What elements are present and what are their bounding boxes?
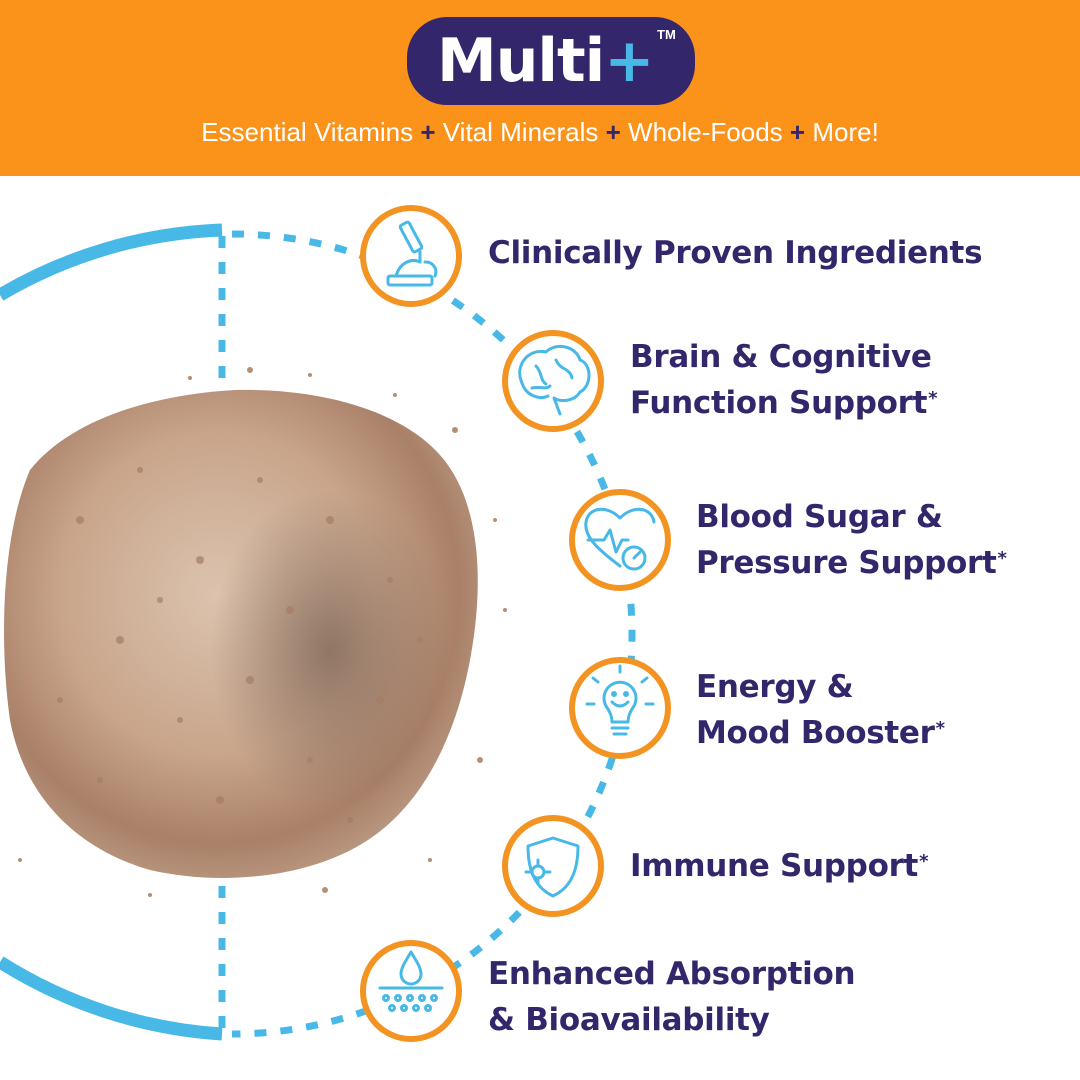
tagline-plus: + [605,117,621,147]
benefit-line: Mood Booster [696,715,935,751]
benefit-immune: Immune Support* [630,843,929,889]
benefit-blood-sugar: Blood Sugar & Pressure Support* [696,494,1007,586]
microscope-icon [360,205,462,307]
tagline-plus: + [420,117,436,147]
benefit-line: Energy & [696,669,854,705]
heart-gauge-icon [569,489,671,591]
benefit-clinically-proven: Clinically Proven Ingredients [488,230,983,276]
benefit-line: Clinically Proven Ingredients [488,235,983,271]
outer-arc [0,956,223,1041]
benefit-line: & Bioavailability [488,1002,770,1038]
benefit-line: Immune Support [630,848,919,884]
dashed-arc [231,230,636,1038]
brand-logo: Multi+ TM [407,17,695,105]
header-banner: Multi+ TM Essential Vitamins + Vital Min… [0,0,1080,176]
tagline: Essential Vitamins + Vital Minerals + Wh… [0,117,1080,148]
benefit-energy-mood: Energy & Mood Booster* [696,664,945,756]
benefit-line: Enhanced Absorption [488,956,856,992]
benefit-absorption: Enhanced Absorption & Bioavailability [488,951,856,1043]
asterisk: * [919,851,929,872]
brand-plus: + [604,26,654,96]
asterisk: * [997,548,1007,569]
tagline-part: Essential Vitamins [201,117,414,147]
droplet-absorption-icon [360,940,462,1042]
asterisk: * [935,718,945,739]
outer-arc [0,223,223,301]
benefit-line: Brain & Cognitive [630,339,932,375]
benefit-brain-cognitive: Brain & Cognitive Function Support* [630,334,938,426]
powder-pile [4,367,507,897]
tagline-part: Vital Minerals [442,117,599,147]
benefit-line: Blood Sugar & [696,499,943,535]
trademark-mark: TM [657,27,676,42]
brand-name: Multi [437,26,605,96]
tagline-part: More! [812,117,879,147]
brain-icon [502,330,604,432]
benefit-line: Function Support [630,385,928,421]
tagline-part: Whole-Foods [628,117,783,147]
tagline-plus: + [789,117,806,147]
asterisk: * [928,388,938,409]
shield-icon [502,815,604,917]
lightbulb-icon [569,657,671,759]
benefit-line: Pressure Support [696,545,997,581]
